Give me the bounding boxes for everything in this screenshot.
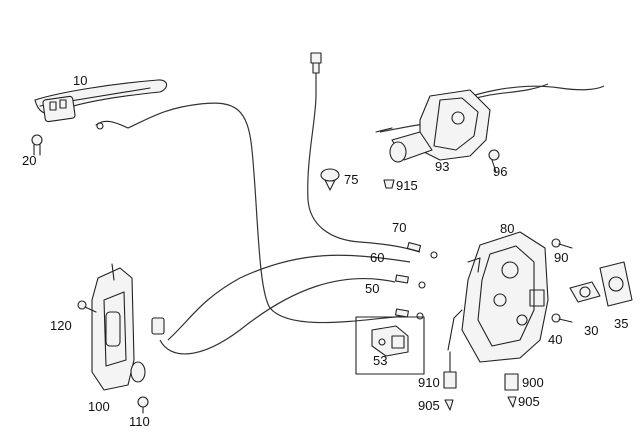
outer-door-handle [34,79,168,130]
callout-910: 910 [418,375,440,390]
door-lock-assembly [447,231,549,363]
callout-10: 10 [73,73,87,88]
screw-96 [488,149,500,173]
bolt-40 [551,313,573,323]
clip-75 [320,168,340,191]
cable-70-end [406,241,438,259]
screw-120 [77,300,97,313]
callout-labels: 10 20 75 93 96 915 70 80 90 60 50 120 53… [22,73,628,429]
callout-40: 40 [548,332,562,347]
cable-60 [167,254,411,341]
connector-near-100 [151,317,165,335]
connector-905-right [507,396,517,408]
callout-60: 60 [370,250,384,265]
callout-90: 90 [554,250,568,265]
connector-905-left [444,399,454,411]
callout-120: 120 [50,318,72,333]
bolt-90 [551,238,573,249]
callout-35: 35 [614,316,628,331]
connector-910 [443,351,457,389]
cable-50-end [395,308,424,320]
callout-900: 900 [522,375,544,390]
lock-actuator-motor [375,89,491,163]
callout-93: 93 [435,159,449,174]
callout-915: 915 [396,178,418,193]
striker-30 [569,281,601,303]
cable-70 [307,70,421,253]
callout-96: 96 [493,164,507,179]
part-53-highlight [355,316,425,375]
callout-100: 100 [88,399,110,414]
screw-110 [137,396,149,414]
callout-50: 50 [365,281,379,296]
handle-cable [127,102,406,324]
inner-handle-cable [159,277,396,355]
callout-905-right: 905 [518,394,540,409]
striker-plate-35 [599,261,633,307]
cable-60-end [395,274,426,289]
callout-75: 75 [344,172,358,187]
inner-handle-100 [91,263,146,391]
cables [127,70,605,355]
callout-30: 30 [584,323,598,338]
callout-80: 80 [500,221,514,236]
cable-plunger [310,52,322,74]
callout-70: 70 [392,220,406,235]
screw-20 [31,134,43,156]
motor-cable-top [469,83,549,101]
connector-900 [504,373,519,391]
callout-110: 110 [129,414,150,429]
screw-915 [383,179,395,189]
callout-53: 53 [373,353,387,368]
callout-20: 20 [22,153,36,168]
callout-905-left: 905 [418,398,440,413]
